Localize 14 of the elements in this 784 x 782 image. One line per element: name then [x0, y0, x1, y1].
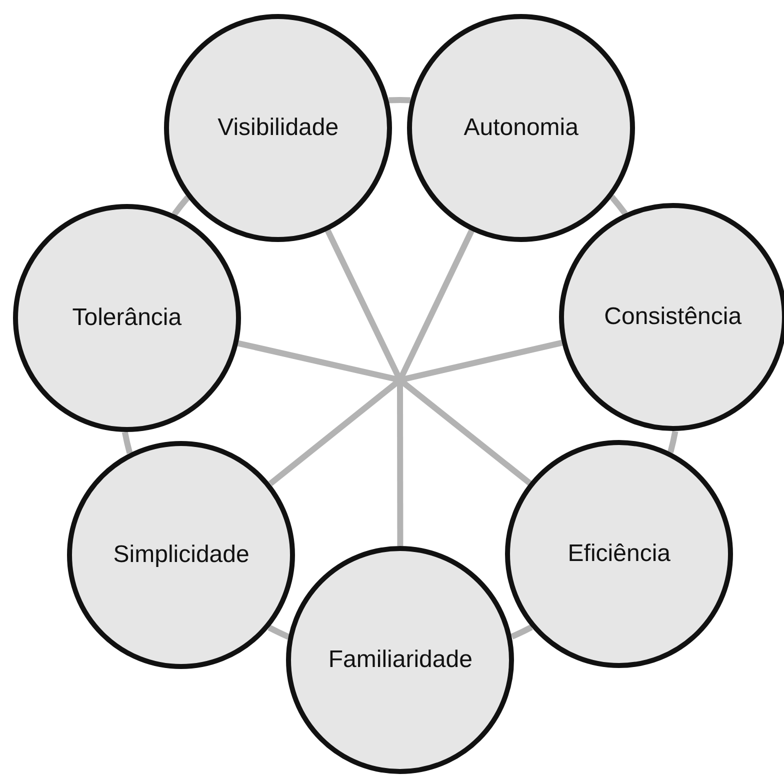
- ring-arc: [510, 624, 533, 640]
- ring-arc: [172, 195, 190, 216]
- ring-arc: [668, 430, 678, 454]
- ring-arc: [609, 194, 628, 216]
- node-label: Tolerância: [72, 304, 182, 332]
- node-label: Familiaridade: [328, 646, 472, 674]
- node-label: Visibilidade: [218, 114, 339, 142]
- node-label: Autonomia: [464, 114, 578, 142]
- ring-arc: [268, 624, 290, 640]
- ring-arc: [122, 431, 133, 454]
- ring-arc: [388, 97, 411, 104]
- node-label: Eficiência: [568, 540, 671, 568]
- node-label: Simplicidade: [113, 540, 250, 569]
- node-label: Consistência: [604, 303, 742, 332]
